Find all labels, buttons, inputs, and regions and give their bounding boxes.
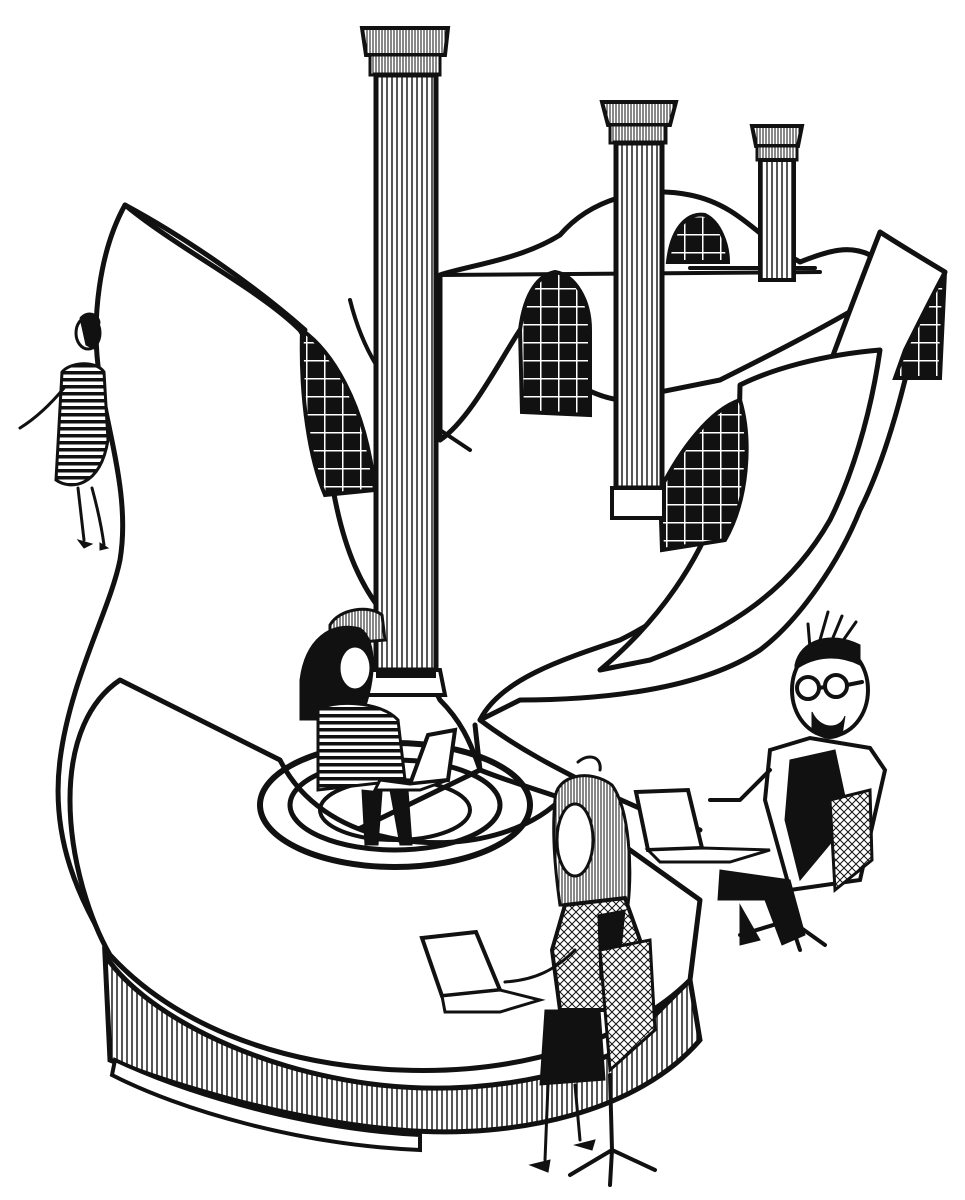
person-woman-front — [419, 755, 657, 1187]
window-back — [665, 212, 731, 264]
person-man-glasses — [633, 610, 888, 952]
column-tall — [359, 26, 451, 697]
window-right — [657, 397, 749, 553]
columns — [359, 26, 805, 697]
person-walking-woman — [18, 312, 110, 551]
window-far-right — [892, 271, 947, 380]
column-back — [749, 124, 805, 282]
person-seated-center — [299, 607, 458, 846]
laptop-right — [633, 787, 705, 853]
column-middle — [599, 100, 679, 520]
window-center — [517, 269, 592, 418]
